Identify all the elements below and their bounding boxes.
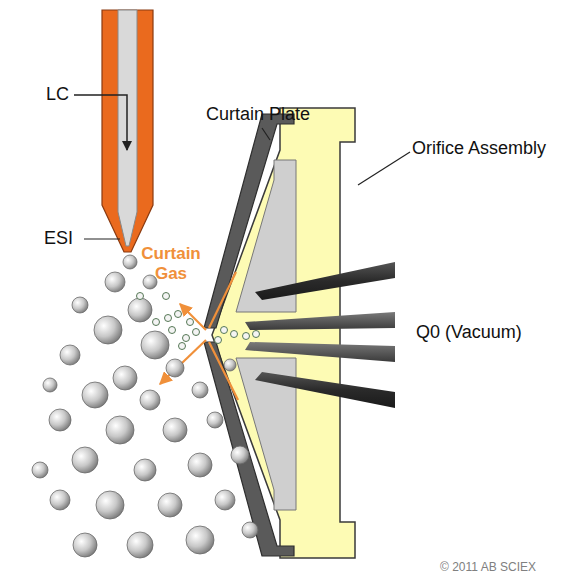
small-droplet <box>183 335 190 342</box>
droplet <box>128 298 152 322</box>
small-droplet <box>215 337 222 344</box>
small-droplet <box>165 315 172 322</box>
q0-rod <box>255 372 395 408</box>
part-label: Orifice Assembly <box>412 138 546 159</box>
curtain-gas-flow <box>160 272 238 400</box>
droplet <box>207 412 223 428</box>
droplet <box>50 490 70 510</box>
droplet <box>134 459 156 481</box>
curtain-plate-leader <box>262 128 270 140</box>
droplets <box>32 255 260 558</box>
droplet <box>82 382 108 408</box>
q0-rod <box>255 262 395 300</box>
lc-leader <box>74 95 127 150</box>
droplet <box>105 272 125 292</box>
droplet <box>188 453 212 477</box>
q0-rod <box>245 312 395 330</box>
curtain-plate <box>204 342 294 556</box>
droplet <box>106 416 134 444</box>
small-droplet <box>253 331 260 338</box>
curtain-plate <box>204 114 294 328</box>
part-label: Q0 (Vacuum) <box>416 322 522 343</box>
droplet <box>127 532 153 558</box>
droplet <box>231 446 249 464</box>
droplet <box>49 409 71 431</box>
droplet <box>186 526 214 554</box>
esi-leader <box>84 238 120 239</box>
small-droplet <box>175 311 182 318</box>
droplet <box>141 331 169 359</box>
droplet <box>123 255 137 269</box>
small-droplet <box>153 319 160 326</box>
droplet <box>215 490 235 510</box>
droplet <box>242 522 258 538</box>
droplet <box>224 359 236 371</box>
q0-rod <box>245 342 395 362</box>
small-droplet <box>179 343 186 350</box>
small-droplet <box>193 329 200 336</box>
droplet <box>192 382 208 398</box>
droplet <box>140 390 160 410</box>
small-droplet <box>169 327 176 334</box>
droplet <box>43 378 57 392</box>
part-label: ESI <box>44 228 73 249</box>
droplet <box>94 316 122 344</box>
small-droplet <box>221 327 228 334</box>
flow-label: LC <box>46 84 69 105</box>
droplet <box>60 345 80 365</box>
droplet <box>73 533 97 557</box>
small-droplet <box>243 333 250 340</box>
droplet <box>163 418 187 442</box>
orifice-leader <box>358 152 410 185</box>
droplet <box>158 493 182 517</box>
droplet <box>113 366 137 390</box>
droplet <box>32 462 48 478</box>
droplet <box>72 447 98 473</box>
orifice-assembly <box>212 108 355 558</box>
small-droplet <box>137 293 144 300</box>
flow-label: Curtain Gas <box>136 244 206 283</box>
part-label: Curtain Plate <box>206 104 310 125</box>
droplet <box>96 491 124 519</box>
small-droplet <box>187 319 194 326</box>
droplet <box>166 359 184 377</box>
copyright-note: © 2011 AB SCIEX <box>440 561 536 575</box>
small-droplet <box>231 331 238 338</box>
small-droplet <box>163 293 170 300</box>
droplet <box>143 275 157 289</box>
droplet <box>72 297 88 313</box>
